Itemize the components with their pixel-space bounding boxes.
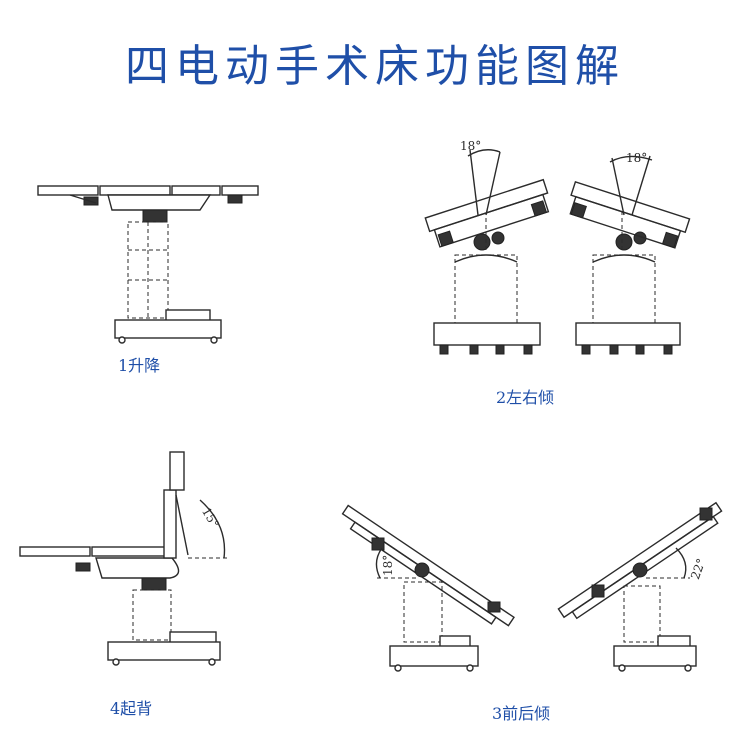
tilt-lr-right-top bbox=[570, 180, 691, 234]
tilt-lr-right-figure: 18° bbox=[569, 151, 691, 355]
tilt-fb-left-angle: 18° bbox=[381, 555, 395, 576]
page-title: 四电动手术床功能图解 bbox=[125, 41, 625, 92]
tilt-lr-left-figure: 18° bbox=[424, 139, 550, 355]
lift-column bbox=[127, 221, 169, 319]
lift-leg-section bbox=[221, 185, 259, 196]
tilt-lr-left-top bbox=[424, 178, 549, 233]
back-figure: 15° bbox=[19, 451, 228, 666]
back-raised-section bbox=[163, 489, 177, 559]
lift-back-section bbox=[99, 185, 171, 196]
tilt-fb-right-column bbox=[623, 585, 661, 643]
tilt-fb-left-figure: 18° bbox=[341, 504, 515, 672]
lift-frame bbox=[107, 194, 212, 211]
back-head-section bbox=[169, 451, 185, 491]
caption-back: 4起背 bbox=[110, 699, 153, 718]
tilt-lr-left-angle: 18° bbox=[460, 139, 481, 153]
tilt-lr-left-column bbox=[454, 254, 518, 324]
tilt-lr-right-column bbox=[592, 254, 656, 324]
tilt-lr-left-base bbox=[433, 322, 541, 346]
back-leg-section bbox=[19, 546, 91, 557]
lift-joint bbox=[142, 209, 168, 223]
tilt-fb-right-angle: 22° bbox=[688, 557, 708, 582]
lift-seat-section bbox=[171, 185, 221, 196]
tilt-fb-left-column bbox=[403, 581, 443, 643]
tilt-fb-right-figure: 22° bbox=[557, 501, 723, 672]
back-column bbox=[132, 589, 172, 641]
back-seat-section bbox=[91, 546, 175, 557]
tilt-fb-left-base bbox=[389, 645, 479, 667]
lift-head-section bbox=[37, 185, 99, 196]
tilt-lr-right-angle: 18° bbox=[626, 151, 647, 165]
lift-base bbox=[114, 319, 222, 339]
lift-figure bbox=[37, 185, 259, 344]
back-frame bbox=[95, 557, 180, 579]
caption-tilt-fb: 3前后倾 bbox=[492, 704, 551, 723]
back-angle: 15° bbox=[199, 505, 222, 530]
caption-tilt-lr: 2左右倾 bbox=[496, 388, 555, 407]
back-base bbox=[107, 641, 221, 661]
tilt-lr-right-base bbox=[575, 322, 681, 346]
caption-lift: 1升降 bbox=[118, 356, 161, 375]
lift-clamp-right bbox=[227, 194, 243, 204]
tilt-fb-right-base bbox=[613, 645, 697, 667]
